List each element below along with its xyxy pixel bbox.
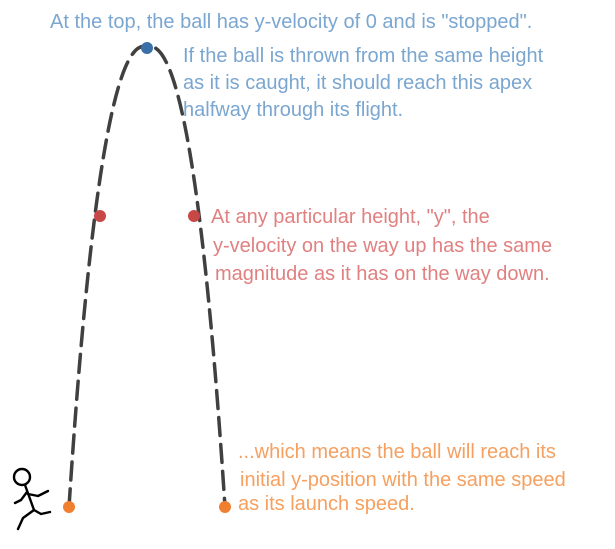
stick-figure-icon — [12, 467, 52, 531]
landing-ball-dot — [219, 501, 231, 513]
apex-title-text: At the top, the ball has y-velocity of 0… — [50, 11, 533, 33]
height-note-line-1: At any particular height, "y", the — [211, 206, 490, 228]
landing-note-line-3: as its launch speed. — [238, 493, 415, 515]
apex-note-line-3: halfway through its flight. — [183, 99, 404, 121]
landing-note-line-2: initial y-position with the same speed — [240, 469, 566, 491]
apex-note-line-1: If the ball is thrown from the same heig… — [183, 45, 544, 67]
rising-ball-dot — [94, 210, 106, 222]
launch-ball-dot — [63, 501, 75, 513]
apex-note-line-2: as it is caught, it should reach this ap… — [183, 72, 533, 94]
falling-ball-dot — [188, 210, 200, 222]
height-note-line-2: y-velocity on the way up has the same — [213, 235, 553, 257]
apex-ball-dot — [141, 42, 153, 54]
height-note-line-3: magnitude as it has on the way down. — [215, 263, 550, 285]
landing-note-line-1: ...which means the ball will reach its — [238, 441, 556, 463]
